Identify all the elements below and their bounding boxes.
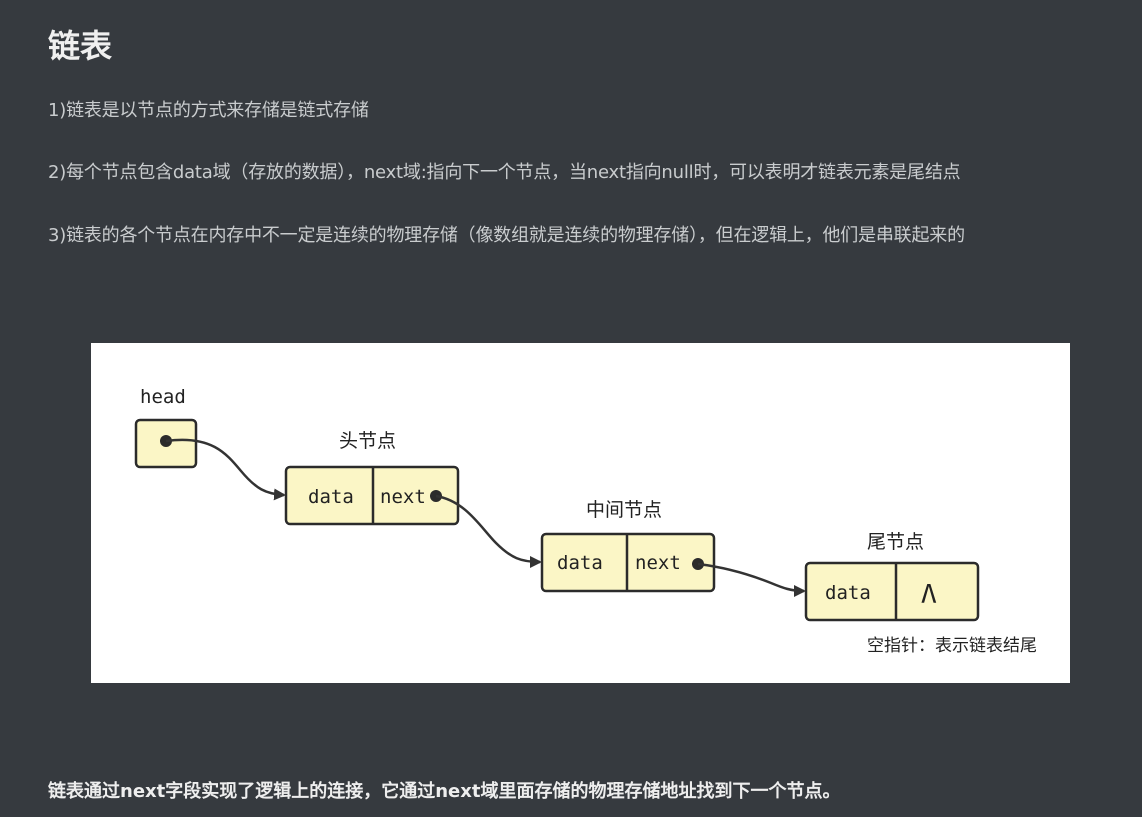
middle-node-data-label: data (557, 552, 603, 574)
paragraph-1: 1)链表是以节点的方式来存储是链式存储 (48, 100, 369, 121)
linked-list-svg: head 头节点 data next 中间节点 data next 尾节点 da… (134, 386, 1037, 656)
summary-text: 链表通过next字段实现了逻辑上的连接，它通过next域里面存储的物理存储地址找… (48, 781, 841, 802)
tail-node-data-label: data (825, 582, 871, 604)
head-node-next-label: next (380, 486, 426, 508)
middle-node-to-tail-node-arrow (697, 562, 806, 597)
middle-node-next-label: next (635, 552, 681, 574)
null-pointer-note: 空指针：表示链表结尾 (867, 636, 1037, 656)
page-title: 链表 (48, 27, 113, 65)
paragraph-3: 3)链表的各个节点在内存中不一定是连续的物理存储（像数组就是连续的物理存储），但… (48, 225, 965, 246)
tail-node-caption: 尾节点 (867, 531, 924, 553)
head-node-to-middle-node-arrow (435, 494, 542, 568)
middle-node-caption: 中间节点 (586, 499, 662, 521)
tail-node-box (804, 561, 980, 622)
null-pointer-symbol: Λ (921, 580, 937, 610)
head-node-caption: 头节点 (339, 430, 396, 452)
head-node-data-label: data (308, 486, 354, 508)
paragraph-2: 2)每个节点包含data域（存放的数据），next域:指向下一个节点，当next… (48, 162, 961, 183)
head-to-head-node-arrow (165, 438, 286, 501)
linked-list-diagram: head 头节点 data next 中间节点 data next 尾节点 da… (91, 343, 1070, 683)
head-label: head (140, 386, 186, 408)
